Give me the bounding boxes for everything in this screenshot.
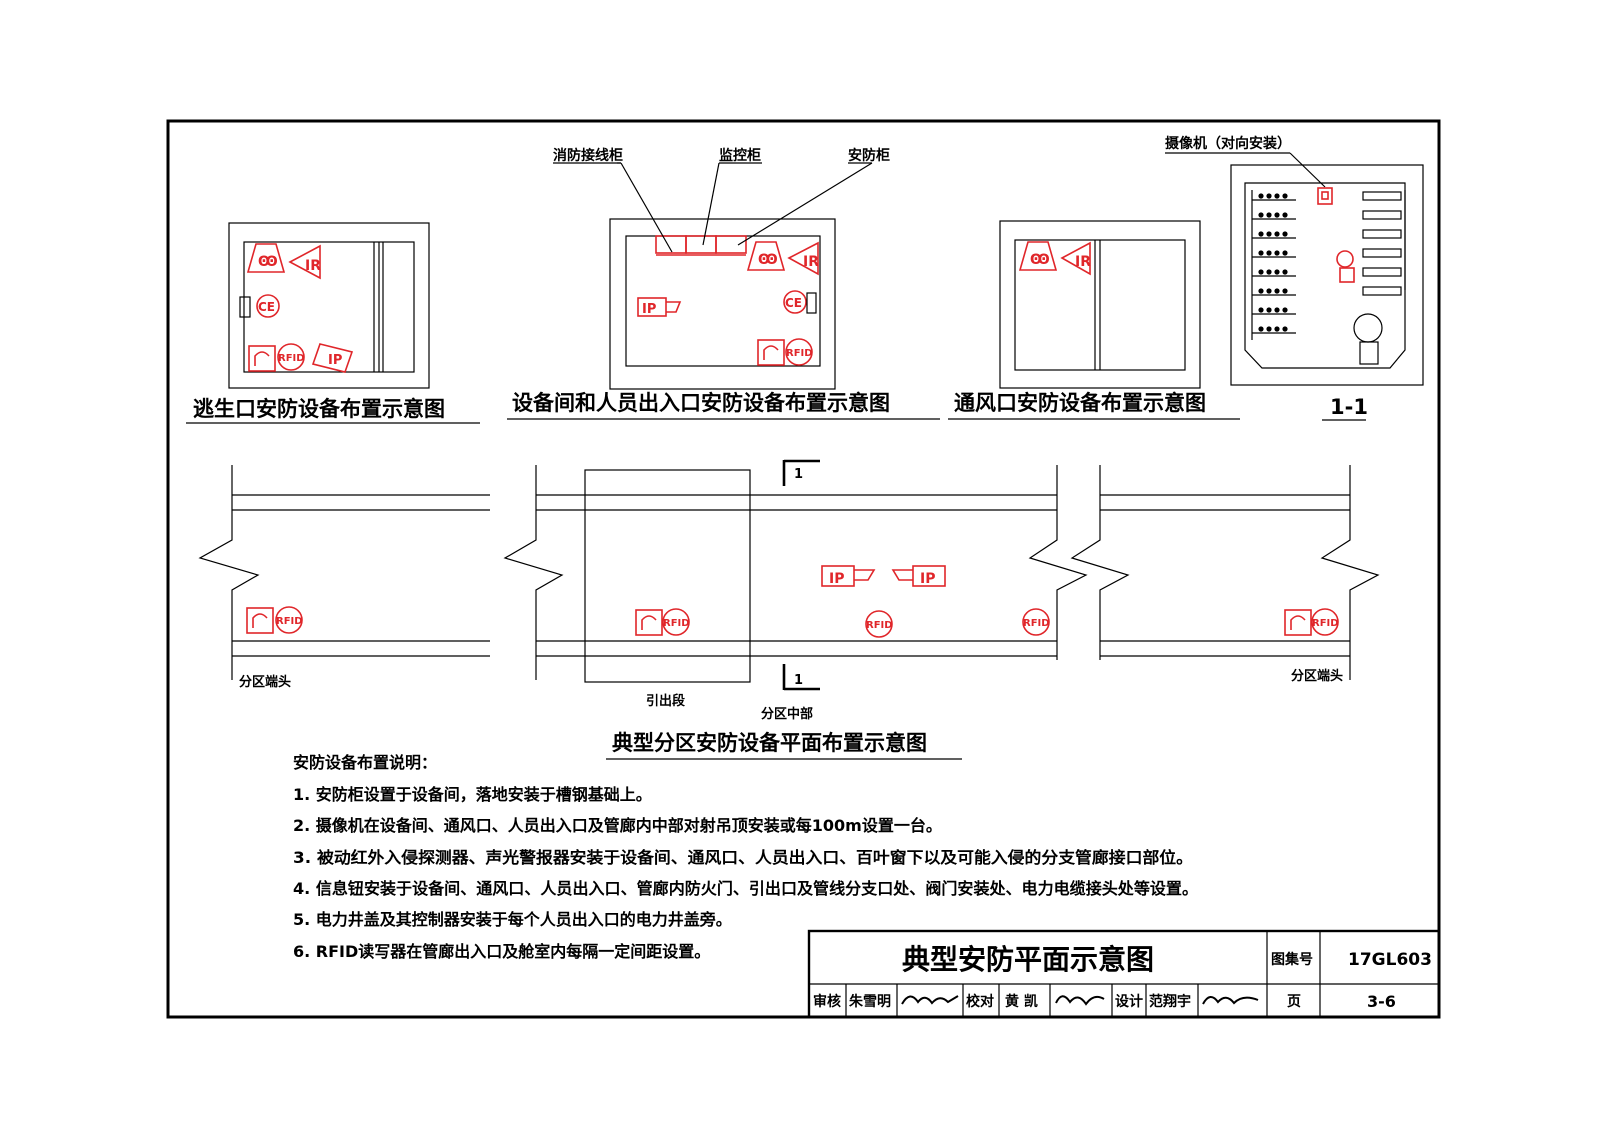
typical-zone-plan: 1 1 RFID RFID RFID RFID xyxy=(198,459,1380,760)
sound-light-alarm-icon: Ꙭ xyxy=(746,241,786,271)
page-number: 3-6 xyxy=(1367,992,1396,1011)
ip-camera-icon: IP xyxy=(891,565,946,587)
notes-heading: 安防设备布置说明： xyxy=(293,753,437,772)
lead-out-label: 引出段 xyxy=(646,693,685,709)
ip-camera-icon: IP xyxy=(311,343,354,373)
svg-text:Ꙭ: Ꙭ xyxy=(258,254,278,270)
notes-block: 安防设备布置说明： 1. 安防柜设置于设备间，落地安装于槽钢基础上。 2. 摄像… xyxy=(293,753,1198,961)
zone-middle-label: 分区中部 xyxy=(761,706,813,722)
zone-end-right-label: 分区端头 xyxy=(1291,668,1343,684)
note-item: 4. 信息钮安装于设备间、通风口、人员出入口、管廊内防火门、引出口及管线分支口处… xyxy=(293,879,1198,898)
escape-exit-diagram: Ꙭ IR CE RFID IP 逃生口安防设备布置示意图 xyxy=(186,222,480,424)
vent-diagram: Ꙭ IR 通风口安防设备布置示意图 xyxy=(948,220,1240,420)
cable-tray-left xyxy=(1251,190,1296,340)
svg-text:IR: IR xyxy=(803,254,819,270)
reviewer-name: 朱雪明 xyxy=(849,993,891,1010)
note-item: 2. 摄像机在设备间、通风口、人员出入口及管廊内中部对射吊顶安装或每100m设置… xyxy=(293,816,942,835)
ip-camera-icon: IP xyxy=(821,565,876,587)
checker-signature xyxy=(1055,995,1105,1006)
sound-light-alarm-icon: Ꙭ xyxy=(246,243,286,273)
manhole-cover-icon xyxy=(1339,267,1355,283)
svg-text:Ꙭ: Ꙭ xyxy=(758,252,778,268)
check-label: 校对 xyxy=(966,993,994,1010)
svg-text:1: 1 xyxy=(794,673,803,688)
camera-icon xyxy=(1317,187,1333,205)
svg-text:IP: IP xyxy=(829,571,844,587)
page-label: 页 xyxy=(1287,994,1301,1010)
manhole-cover-icon xyxy=(757,339,785,366)
security-cabinet-label: 安防柜 xyxy=(848,147,890,164)
ip-camera-icon: IP xyxy=(637,297,682,317)
infrared-detector-icon: IR xyxy=(288,244,321,280)
camera-label: 摄像机（对向安装） xyxy=(1165,135,1291,152)
drawing-frame xyxy=(166,119,1441,1019)
svg-text:RFID: RFID xyxy=(1023,618,1050,629)
svg-text:IP: IP xyxy=(920,571,935,587)
zone-end-left-label: 分区端头 xyxy=(239,674,291,690)
ce-reader-icon: CE xyxy=(256,294,280,318)
rfid-reader-icon: RFID xyxy=(277,343,305,371)
note-item: 5. 电力井盖及其控制器安装于每个人员出入口的电力井盖旁。 xyxy=(293,910,732,929)
sound-light-alarm-icon: Ꙭ xyxy=(1018,241,1058,271)
svg-text:RFID: RFID xyxy=(1312,618,1339,629)
rfid-reader-icon: RFID xyxy=(1022,608,1050,636)
svg-text:RFID: RFID xyxy=(278,353,305,364)
designer-name: 范翔宇 xyxy=(1149,993,1191,1010)
equipment-room-title: 设备间和人员出入口安防设备布置示意图 xyxy=(512,391,890,415)
title-block: 典型安防平面示意图 图集号 17GL603 页 3-6 审核 朱雪明 校对 黄 … xyxy=(807,929,1441,1019)
section-1-1-diagram: 摄像机（对向安装） xyxy=(1165,135,1424,421)
monitor-cabinet-label: 监控柜 xyxy=(719,147,761,164)
atlas-no-label: 图集号 xyxy=(1271,951,1313,968)
svg-text:IP: IP xyxy=(328,353,342,368)
rfid-reader-icon: RFID xyxy=(662,608,690,636)
section-mark-top: 1 xyxy=(782,459,820,486)
svg-text:1: 1 xyxy=(794,467,803,482)
note-item: 1. 安防柜设置于设备间，落地安装于槽钢基础上。 xyxy=(293,785,652,804)
manhole-cover-icon xyxy=(1284,609,1312,636)
svg-text:CE: CE xyxy=(785,296,802,310)
svg-text:RFID: RFID xyxy=(663,618,690,629)
cable-tray-right xyxy=(1362,190,1406,296)
vent-title: 通风口安防设备布置示意图 xyxy=(954,391,1206,415)
manhole-cover-icon xyxy=(248,345,276,372)
rfid-reader-icon: RFID xyxy=(275,606,303,634)
svg-text:IR: IR xyxy=(305,258,321,274)
section-mark-bottom: 1 xyxy=(782,664,820,691)
rfid-reader-icon: RFID xyxy=(865,610,893,638)
atlas-no: 17GL603 xyxy=(1348,950,1432,970)
typical-zone-title: 典型分区安防设备平面布置示意图 xyxy=(612,731,927,755)
section-title: 1-1 xyxy=(1330,395,1368,419)
rfid-reader-icon: RFID xyxy=(785,338,813,366)
svg-text:RFID: RFID xyxy=(786,348,813,359)
designer-signature xyxy=(1202,996,1259,1005)
reviewer-signature xyxy=(901,995,959,1005)
note-item: 6. RFID读写器在管廊出入口及舱室内每隔一定间距设置。 xyxy=(293,942,710,961)
note-item: 3. 被动红外入侵探测器、声光警报器安装于设备间、通风口、人员出入口、百叶窗下以… xyxy=(293,848,1193,867)
rfid-reader-icon: RFID xyxy=(1311,608,1339,636)
svg-text:IP: IP xyxy=(642,302,656,317)
svg-text:IR: IR xyxy=(1075,254,1091,270)
equipment-room-diagram: 消防接线柜 监控柜 安防柜 Ꙭ IR IP CE RFID 设备间和人员出 xyxy=(507,147,940,420)
review-label: 审核 xyxy=(813,993,841,1010)
rfid-reader-icon xyxy=(1336,250,1354,268)
manhole-cover-icon xyxy=(246,607,274,634)
svg-text:Ꙭ: Ꙭ xyxy=(1030,252,1050,268)
design-label: 设计 xyxy=(1115,993,1143,1010)
infrared-detector-icon: IR xyxy=(1060,241,1091,276)
drawing-title: 典型安防平面示意图 xyxy=(902,943,1154,976)
ce-reader-icon: CE xyxy=(783,290,807,314)
checker-name: 黄 凯 xyxy=(1005,993,1038,1010)
svg-text:CE: CE xyxy=(258,300,275,314)
svg-text:RFID: RFID xyxy=(866,620,893,631)
infrared-detector-icon: IR xyxy=(787,241,819,276)
svg-text:RFID: RFID xyxy=(276,616,303,627)
manhole-cover-icon xyxy=(635,609,663,636)
fire-cabinet-label: 消防接线柜 xyxy=(553,147,623,164)
escape-exit-title: 逃生口安防设备布置示意图 xyxy=(193,397,445,421)
